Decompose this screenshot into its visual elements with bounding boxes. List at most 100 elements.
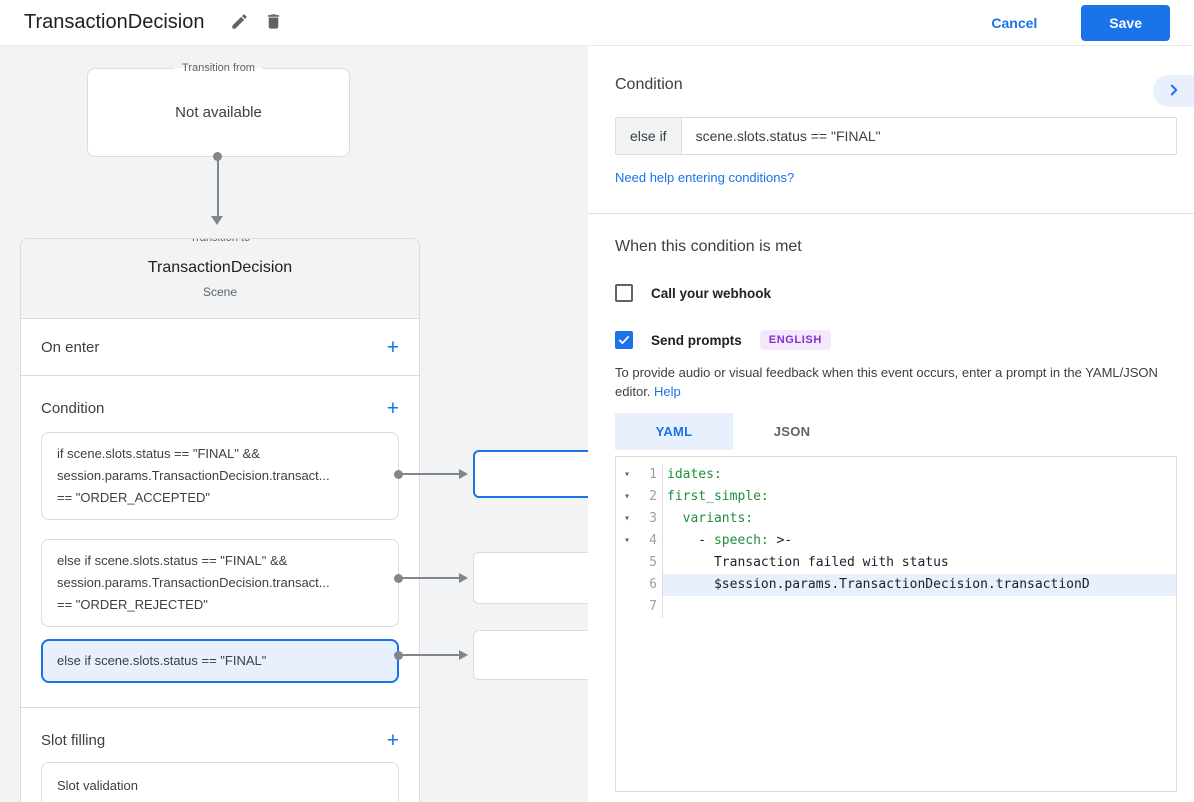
line-number: 3 [638,508,663,530]
fold-spacer [616,574,638,596]
line-text: Transaction failed with status [667,555,949,570]
transition-from-content: Not available [175,104,262,121]
fold-caret-icon[interactable]: ▾ [623,491,631,502]
connector-line [402,473,459,475]
prompt-editor-description: To provide audio or visual feedback when… [615,363,1177,401]
on-enter-label: On enter [41,338,100,356]
on-enter-row: On enter + [21,319,419,376]
when-condition-met-section: When this condition is met Call your web… [588,214,1194,792]
arrow-down-icon [211,216,223,225]
help-link[interactable]: Help [654,384,681,399]
code-line[interactable]: ▾ 2 first_simple: [616,486,1176,508]
condition-card[interactable]: else if scene.slots.status == "FINAL" &&… [41,539,399,627]
line-number: 1 [638,464,663,486]
collapse-panel-button[interactable] [1153,75,1194,107]
add-slot-button[interactable]: + [386,728,399,752]
condition-expression-input[interactable] [681,118,1176,154]
condition-section: Condition + if scene.slots.status == "FI… [21,376,419,708]
tab-yaml[interactable]: YAML [615,413,733,450]
webhook-label: Call your webhook [651,285,772,301]
pencil-icon [230,12,249,34]
code-line[interactable]: 6 $session.params.TransactionDecision.tr… [616,574,1176,596]
connector-dot [213,152,222,161]
connector-dot [394,651,403,660]
add-condition-button[interactable]: + [386,396,399,420]
transition-from-box: Transition from Not available [87,62,350,157]
line-text: $session.params.TransactionDecision.tran… [663,574,1176,596]
send-prompts-checkbox[interactable] [615,331,633,349]
webhook-checkbox[interactable] [615,284,633,302]
send-prompts-label: Send prompts [651,332,742,348]
trash-icon [264,12,283,34]
chevron-right-icon [1165,81,1183,102]
line-number: 7 [638,596,663,618]
slot-card-list: Slot validation [41,762,399,802]
send-prompts-check-row: Send prompts ENGLISH [615,330,1177,350]
connector-line [402,654,459,656]
when-met-title: When this condition is met [615,238,802,255]
code-line[interactable]: 5 Transaction failed with status [616,552,1176,574]
condition-input-group: else if [615,117,1177,155]
arrow-right-icon [459,573,468,583]
add-on-enter-button[interactable]: + [386,335,399,359]
edit-scene-button[interactable] [222,6,256,40]
fold-spacer [616,552,638,574]
top-bar: TransactionDecision Cancel Save [0,0,1194,46]
description-text: To provide audio or visual feedback when… [615,365,1158,399]
code-line[interactable]: ▾ 1 idates: [616,464,1176,486]
line-text: idates: [667,467,722,482]
yaml-code-editor[interactable]: ▾ 1 idates: ▾ 2 first_simple: ▾ 3 variants: ▾ 4 -… [615,456,1177,792]
scene-name: TransactionDecision [147,259,293,276]
code-line[interactable]: ▾ 4 - speech: >- [616,530,1176,552]
connector-line [402,577,459,579]
code-line-list: ▾ 1 idates: ▾ 2 first_simple: ▾ 3 variants: ▾ 4 -… [616,457,1176,618]
connector-dot [394,574,403,583]
delete-scene-button[interactable] [256,6,290,40]
connector-dot [394,470,403,479]
transition-target-box[interactable] [473,450,588,498]
line-number: 4 [638,530,663,552]
save-button[interactable]: Save [1081,4,1170,41]
line-text: variants: [682,511,754,526]
condition-header-section: Condition else if Need help entering con… [588,46,1194,214]
line-number: 2 [638,486,663,508]
line-text: - speech: >- [667,533,793,548]
webhook-check-row: Call your webhook [615,284,1177,302]
slot-filling-section: Slot filling + Slot validation [21,708,419,802]
transition-from-legend: Transition from [174,62,263,74]
fold-spacer [616,596,638,618]
line-number: 5 [638,552,663,574]
transition-target-box[interactable] [473,552,588,604]
language-badge: ENGLISH [759,330,831,350]
code-line[interactable]: ▾ 3 variants: [616,508,1176,530]
condition-editor-panel: Condition else if Need help entering con… [588,46,1194,802]
fold-caret-icon[interactable]: ▾ [623,513,631,524]
condition-card-list: if scene.slots.status == "FINAL" &&sessi… [41,432,399,683]
line-text: first_simple: [667,489,769,504]
scene-card-header[interactable]: TransactionDecision Scene [21,239,419,319]
transition-to-card: Transition to TransactionDecision Scene … [20,238,420,802]
condition-card[interactable]: if scene.slots.status == "FINAL" &&sessi… [41,432,399,520]
arrow-right-icon [459,469,468,479]
cancel-button[interactable]: Cancel [975,7,1053,39]
condition-card[interactable]: else if scene.slots.status == "FINAL" [41,639,399,683]
scene-diagram-canvas: Transition from Not available Transition… [0,46,588,802]
fold-caret-icon[interactable]: ▾ [623,469,631,480]
transition-target-box[interactable] [473,630,588,680]
scene-type-label: Scene [202,285,238,299]
fold-caret-icon[interactable]: ▾ [623,535,631,546]
slot-validation-card[interactable]: Slot validation [41,762,399,802]
line-number: 6 [638,574,663,596]
condition-help-link[interactable]: Need help entering conditions? [615,170,795,185]
condition-prefix-label: else if [616,118,682,154]
condition-section-label: Condition [41,399,105,417]
page-title: TransactionDecision [24,11,205,33]
code-line[interactable]: 7 [616,596,1176,618]
line-text [663,596,1176,618]
transition-to-legend: Transition to [181,239,259,244]
arrow-right-icon [459,650,468,660]
condition-panel-title: Condition [615,76,683,93]
slot-filling-label: Slot filling [41,731,106,749]
tab-json[interactable]: JSON [733,413,851,450]
